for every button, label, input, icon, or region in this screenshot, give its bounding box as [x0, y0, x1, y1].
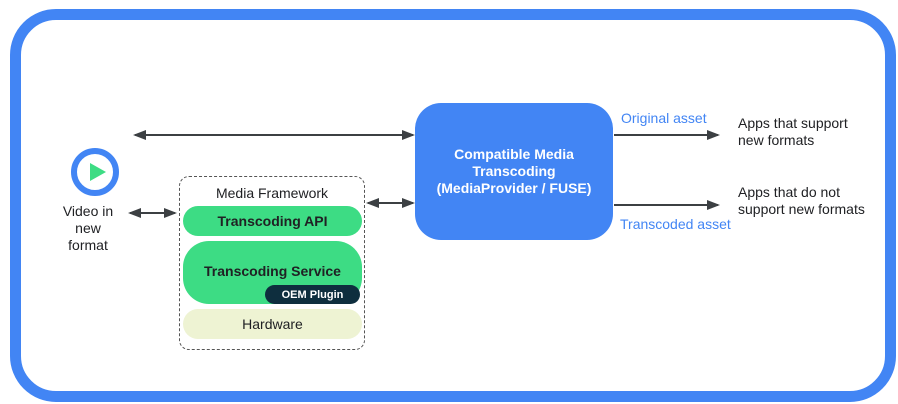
- arrowhead-right-icon: [707, 200, 720, 210]
- arrow-line: [135, 134, 413, 136]
- arrowhead-right-icon: [402, 130, 415, 140]
- hardware-pill: Hardware: [183, 309, 362, 339]
- arrow-original-asset: [612, 128, 720, 142]
- media-framework-title: Media Framework: [215, 185, 329, 201]
- arrow-line: [130, 212, 175, 214]
- arrow-transcoded-asset: [612, 198, 720, 212]
- apps-no-support-label: Apps that do not support new formats: [738, 184, 865, 217]
- arrowhead-right-icon: [402, 198, 415, 208]
- transcoding-service-box: Transcoding Service OEM Plugin: [183, 241, 362, 304]
- arrow-source-to-transcoder: [133, 128, 415, 142]
- arrowhead-right-icon: [164, 208, 177, 218]
- oem-plugin-badge: OEM Plugin: [265, 285, 360, 304]
- original-asset-label: Original asset: [621, 110, 707, 126]
- apps-support-label: Apps that support new formats: [738, 115, 848, 148]
- compatible-media-transcoding-box: Compatible Media Transcoding (MediaProvi…: [415, 103, 613, 240]
- transcoding-service-label: Transcoding Service: [204, 263, 341, 279]
- arrow-line: [614, 134, 718, 136]
- outer-frame: [10, 9, 896, 402]
- arrowhead-right-icon: [707, 130, 720, 140]
- arrow-framework-to-transcoder: [366, 196, 415, 210]
- arrow-line: [368, 202, 413, 204]
- arrow-line: [614, 204, 718, 206]
- source-label: Video in new format: [62, 203, 114, 253]
- play-icon: [71, 148, 119, 196]
- transcoding-api-pill: Transcoding API: [183, 206, 362, 236]
- media-framework-box: Media Framework Transcoding API Transcod…: [179, 176, 365, 350]
- arrow-source-to-framework: [128, 206, 177, 220]
- play-triangle-icon: [89, 163, 106, 181]
- transcoded-asset-label: Transcoded asset: [620, 216, 731, 232]
